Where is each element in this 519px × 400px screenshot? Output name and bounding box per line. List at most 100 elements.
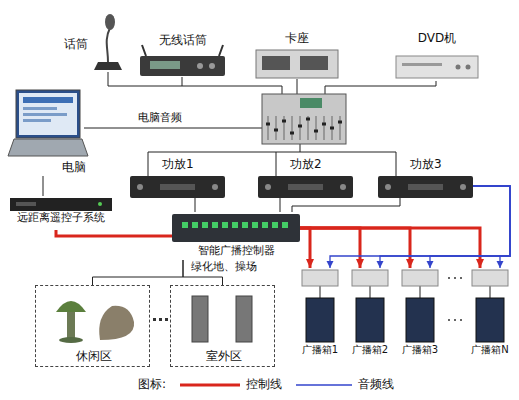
- connector: [300, 228, 310, 268]
- amplifier-icon-part: [460, 184, 466, 190]
- amplifier-icon-part: [137, 184, 143, 190]
- garden-speaker-icon: [56, 301, 134, 343]
- annotation-label: 电脑音频: [138, 112, 182, 125]
- dvd-player-icon-part: [466, 65, 471, 70]
- relay-icon-part: [402, 270, 438, 286]
- legend-text: 音频线: [358, 378, 394, 392]
- controller-icon-part: [222, 222, 228, 228]
- amplifier-icon-part: [408, 184, 443, 190]
- broadcast-box: 广播箱1: [298, 268, 342, 358]
- connector: [195, 198, 196, 212]
- device-label: 休闲区: [76, 350, 112, 364]
- amplifier-icon-part: [288, 184, 323, 190]
- controller-icon-part: [272, 222, 278, 228]
- controller-icon-part: [182, 222, 188, 228]
- connector: [280, 198, 281, 212]
- controller-icon-part: [232, 222, 238, 228]
- connector: [93, 260, 184, 285]
- amplifier-icon-part: [130, 176, 225, 198]
- laptop-icon-part: [19, 93, 77, 135]
- microphone-icon: [94, 14, 122, 70]
- annotation-label: 绿化地、操场: [190, 261, 258, 274]
- controller-icon-part: [202, 222, 208, 228]
- controller-icon-part: [212, 222, 218, 228]
- signal-wire-part: [297, 79, 298, 94]
- controller-icon-part: [242, 222, 248, 228]
- amplifier-icon-part: [212, 184, 218, 190]
- dvd-player-icon-part: [456, 65, 461, 70]
- cabinet-icon-part: [406, 298, 434, 342]
- connector: [292, 198, 400, 212]
- mixer-icon-part: [262, 94, 346, 144]
- device-label: 功放1: [162, 158, 194, 172]
- device-label: 电脑: [62, 161, 86, 175]
- device-label: 广播箱3: [402, 344, 438, 356]
- wireless-receiver-icon-part: [197, 63, 203, 69]
- ellipsis-dots-part: [448, 277, 450, 279]
- signal-wire-part: [182, 77, 183, 86]
- amplifier-icon-part: [265, 184, 271, 190]
- signal-wire-part: [320, 286, 490, 298]
- device-label: 智能广播控制器: [198, 245, 275, 258]
- cabinet-icon-part: [476, 298, 504, 342]
- cassette-deck-icon-part: [256, 50, 338, 78]
- signal-wire-part: [325, 81, 436, 94]
- amplifier-icon-part: [160, 184, 195, 190]
- connector: [56, 230, 172, 236]
- device-label: 功放3: [410, 158, 442, 172]
- broadcast-box: 广播箱3: [398, 268, 442, 358]
- remote-unit-icon: [10, 198, 112, 211]
- laptop-icon-part: [8, 139, 88, 156]
- ellipsis-dots-part: [460, 319, 462, 321]
- device-node: 远距离遥控子系统: [6, 196, 116, 230]
- mixer-icon-part: [266, 119, 342, 133]
- ellipsis-dots-part: [448, 319, 450, 321]
- device-label: 广播箱1: [302, 344, 338, 356]
- remote-unit-icon-part: [10, 198, 112, 211]
- cassette-deck-icon: [256, 50, 338, 78]
- mixer-icon: [262, 94, 346, 144]
- laptop-icon-part: [23, 113, 67, 116]
- garden-speaker-icon-part: [59, 337, 83, 343]
- device-label: 广播箱N: [471, 344, 508, 356]
- signal-wire-part: [148, 144, 396, 176]
- laptop-icon-part: [23, 97, 73, 103]
- legend-line-sample-part: [180, 384, 240, 387]
- broadcast-box: 广播箱2: [348, 268, 392, 358]
- legend-text: 控制线: [246, 378, 282, 392]
- dvd-player-icon-part: [402, 63, 442, 66]
- controller-icon-part: [192, 222, 198, 228]
- device-label: 广播箱2: [352, 344, 388, 356]
- controller-icon-part: [172, 214, 300, 242]
- ellipsis-dots-part: [159, 318, 162, 321]
- signal-wire-part: [84, 128, 262, 129]
- column-speaker-icon-part: [236, 296, 252, 342]
- connector: [430, 186, 510, 268]
- laptop-icon-part: [23, 107, 57, 110]
- device-node: DVD机: [392, 32, 482, 84]
- zone-region: 室外区: [170, 285, 275, 367]
- broadcast-box: 广播箱N: [468, 268, 512, 358]
- device-label: 卡座: [285, 32, 309, 46]
- device-label: 无线话筒: [159, 34, 207, 48]
- controller-node: 智能广播控制器: [172, 212, 300, 260]
- cabinet-icon: [306, 298, 504, 342]
- microphone-icon-part: [94, 62, 122, 70]
- relay-icon-part: [352, 270, 388, 286]
- cassette-deck-icon-part: [300, 56, 328, 70]
- wireless-receiver-icon-part: [150, 61, 180, 69]
- amplifier-node: 功放1: [130, 158, 225, 198]
- connector: [300, 228, 480, 268]
- mixer-icon-part: [300, 98, 322, 108]
- controller-icon: [172, 214, 300, 242]
- microphone-icon-part: [107, 28, 110, 62]
- controller-icon-part: [252, 222, 258, 228]
- dvd-player-icon: [396, 56, 478, 78]
- laptop-icon-part: [23, 119, 51, 122]
- garden-speaker-icon-part: [67, 312, 75, 338]
- connector: [43, 176, 44, 196]
- connector: [473, 186, 510, 268]
- connector: [300, 228, 410, 268]
